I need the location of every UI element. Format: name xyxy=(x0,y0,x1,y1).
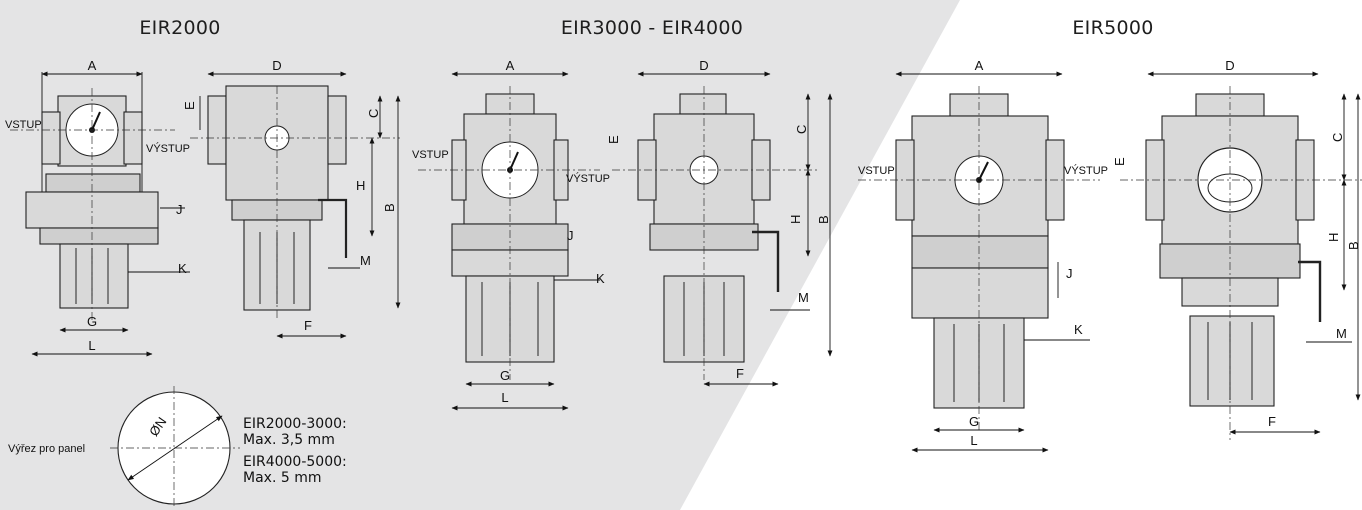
dim-d: D xyxy=(1225,58,1234,73)
dim-l: L xyxy=(970,433,977,448)
dim-e: E xyxy=(606,135,621,144)
dim-h: H xyxy=(788,215,803,224)
dim-h: H xyxy=(1326,233,1341,242)
eir2000-front-view: A VSTUP VÝSTUP J K G L xyxy=(5,58,190,357)
dim-l: L xyxy=(501,390,508,405)
port-inlet: VSTUP xyxy=(5,119,42,131)
dim-c: C xyxy=(794,125,809,134)
dim-e: E xyxy=(182,101,197,110)
dim-f: F xyxy=(304,318,312,333)
dim-h: H xyxy=(356,178,365,193)
eir5000-side-view: D E C H B M F xyxy=(1112,58,1362,440)
dim-a: A xyxy=(506,58,515,73)
dim-k: K xyxy=(1074,322,1083,337)
dim-c: C xyxy=(1330,133,1345,142)
dim-j: J xyxy=(176,202,183,217)
dim-m: M xyxy=(360,253,371,268)
title-eir2000: EIR2000 xyxy=(139,17,220,39)
eir2000-side-view: D E C H B M F xyxy=(182,58,401,339)
dim-m: M xyxy=(798,290,809,305)
dim-d: D xyxy=(272,58,281,73)
title-eir3000-4000: EIR3000 - EIR4000 xyxy=(561,17,743,39)
dim-m: M xyxy=(1336,326,1347,341)
dim-l: L xyxy=(88,338,95,353)
panel-cutout-label: Výřez pro panel xyxy=(8,443,85,455)
dim-d: D xyxy=(699,58,708,73)
title-eir5000: EIR5000 xyxy=(1072,17,1153,39)
dim-e: E xyxy=(1112,157,1127,166)
dim-b: B xyxy=(816,215,831,224)
dim-a: A xyxy=(88,58,97,73)
port-inlet: VSTUP xyxy=(412,149,449,161)
dim-j: J xyxy=(567,228,574,243)
port-outlet: VÝSTUP xyxy=(566,172,610,185)
panel-cutout-detail: ØN Výřez pro panel EIR2000‑3000: Max. 3,… xyxy=(8,386,347,508)
dim-k: K xyxy=(178,261,187,276)
dim-j: J xyxy=(1066,266,1073,281)
port-inlet: VSTUP xyxy=(858,165,895,177)
dim-b: B xyxy=(1346,241,1361,250)
eir3000-4000-front-view: A VSTUP VÝSTUP J K G L xyxy=(412,58,610,411)
dim-g: G xyxy=(500,368,510,383)
dim-f: F xyxy=(736,366,744,381)
note-eir2000-3000-value: Max. 3,5 mm xyxy=(243,432,335,448)
dim-g: G xyxy=(969,414,979,429)
note-eir4000-5000: EIR4000‑5000: xyxy=(243,454,347,470)
note-eir4000-5000-value: Max. 5 mm xyxy=(243,470,321,486)
dim-k: K xyxy=(596,271,605,286)
dim-a: A xyxy=(975,58,984,73)
note-eir2000-3000: EIR2000‑3000: xyxy=(243,416,347,432)
dim-f: F xyxy=(1268,414,1276,429)
dim-g: G xyxy=(87,314,97,329)
port-outlet: VÝSTUP xyxy=(146,142,190,155)
dim-b: B xyxy=(382,203,397,212)
port-outlet: VÝSTUP xyxy=(1064,164,1108,177)
eir5000-front-view: A VSTUP VÝSTUP J K G L xyxy=(858,58,1108,453)
eir3000-4000-side-view: D E C H B M F xyxy=(606,58,833,387)
dim-c: C xyxy=(366,109,381,118)
